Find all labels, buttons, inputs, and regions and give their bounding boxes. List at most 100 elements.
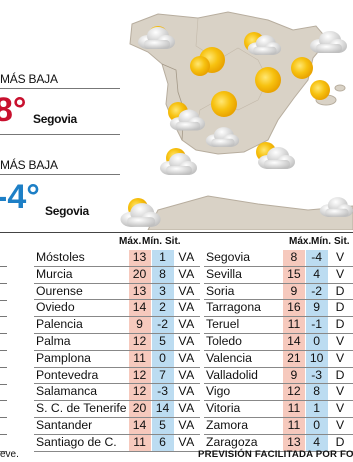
weather-map	[118, 0, 353, 230]
divider	[0, 366, 7, 368]
min-temp: 6	[151, 434, 174, 452]
min-low-value: -4°	[0, 178, 40, 216]
divider	[0, 134, 120, 135]
min-temp: 10	[305, 350, 328, 368]
city-name: Murcia	[34, 266, 129, 284]
max-temp: 13	[128, 283, 151, 301]
cloud-icon	[120, 203, 161, 227]
min-temp: 0	[305, 333, 328, 351]
sky-condition: VA	[173, 400, 200, 418]
min-temp: 5	[151, 417, 174, 435]
min-low-label: MÁS BAJA	[0, 158, 58, 172]
max-temp: 20	[128, 266, 151, 284]
sky-condition: D	[327, 434, 353, 452]
min-temp: 1	[151, 250, 174, 267]
cell-gap	[150, 333, 152, 351]
sky-condition: V	[327, 400, 353, 418]
min-temp: -3	[151, 383, 174, 402]
cell-gap	[304, 250, 306, 267]
header-sit: Sit.	[334, 236, 350, 247]
sky-condition: VA	[173, 250, 200, 267]
city-name: Vigo	[204, 383, 284, 402]
cell-gap	[150, 250, 152, 267]
sky-condition: D	[327, 299, 353, 318]
cell-gap	[304, 400, 306, 418]
cell-gap	[304, 299, 306, 318]
max-temp: 13	[283, 434, 305, 452]
max-temp: 8	[283, 250, 305, 267]
min-temp: 9	[305, 299, 328, 318]
sky-condition: V	[327, 417, 353, 435]
min-temp: 4	[305, 266, 328, 284]
sky-condition: V	[327, 383, 353, 402]
max-low-label: MÁS BAJA	[0, 72, 58, 86]
city-name: Palma	[34, 333, 129, 351]
cell-gap	[304, 383, 306, 402]
city-name: Valladolid	[204, 367, 284, 385]
min-temp: -2	[151, 316, 174, 334]
divider	[0, 400, 7, 402]
city-name: Pamplona	[34, 350, 129, 368]
divider	[0, 417, 7, 419]
min-temp: -3	[305, 367, 328, 385]
divider	[0, 266, 7, 267]
max-temp: 11	[283, 400, 305, 418]
divider	[0, 383, 7, 385]
cell-gap	[150, 266, 152, 284]
max-temp: 11	[128, 350, 151, 368]
max-temp: 11	[128, 434, 151, 452]
sky-condition: VA	[173, 299, 200, 318]
min-temp: 7	[151, 367, 174, 385]
header-sit: Sit.	[165, 236, 181, 247]
divider	[0, 174, 120, 175]
max-low-value: 8°	[0, 91, 27, 129]
sky-condition: VA	[173, 367, 200, 385]
header-max: Máx.	[289, 236, 312, 247]
sky-condition: D	[327, 367, 353, 385]
cell-gap	[304, 367, 306, 385]
city-name: Santander	[34, 417, 129, 435]
cloud-icon	[319, 197, 353, 217]
city-name: Valencia	[204, 350, 284, 368]
city-name: Santiago de C.	[34, 434, 129, 452]
cell-gap	[150, 299, 152, 318]
sky-condition: VA	[173, 333, 200, 351]
sun-icon	[255, 67, 281, 93]
sky-condition: V	[327, 350, 353, 368]
cell-gap	[304, 333, 306, 351]
max-temp: 11	[283, 316, 305, 334]
cell-gap	[150, 367, 152, 385]
header-min: Mín.	[142, 236, 162, 247]
sky-condition: D	[327, 316, 353, 334]
sky-condition: VA	[173, 266, 200, 284]
divider	[0, 350, 7, 351]
cell-gap	[304, 417, 306, 435]
sky-condition: V	[327, 250, 353, 267]
divider	[0, 434, 7, 435]
min-temp: 3	[151, 283, 174, 301]
city-name: Soria	[204, 283, 284, 301]
cell-gap	[150, 434, 152, 452]
min-temp: 8	[305, 383, 328, 402]
sun-icon	[211, 91, 237, 117]
max-temp: 20	[128, 400, 151, 418]
cell-gap	[304, 434, 306, 452]
cell-gap	[150, 316, 152, 334]
min-temp: 1	[305, 400, 328, 418]
